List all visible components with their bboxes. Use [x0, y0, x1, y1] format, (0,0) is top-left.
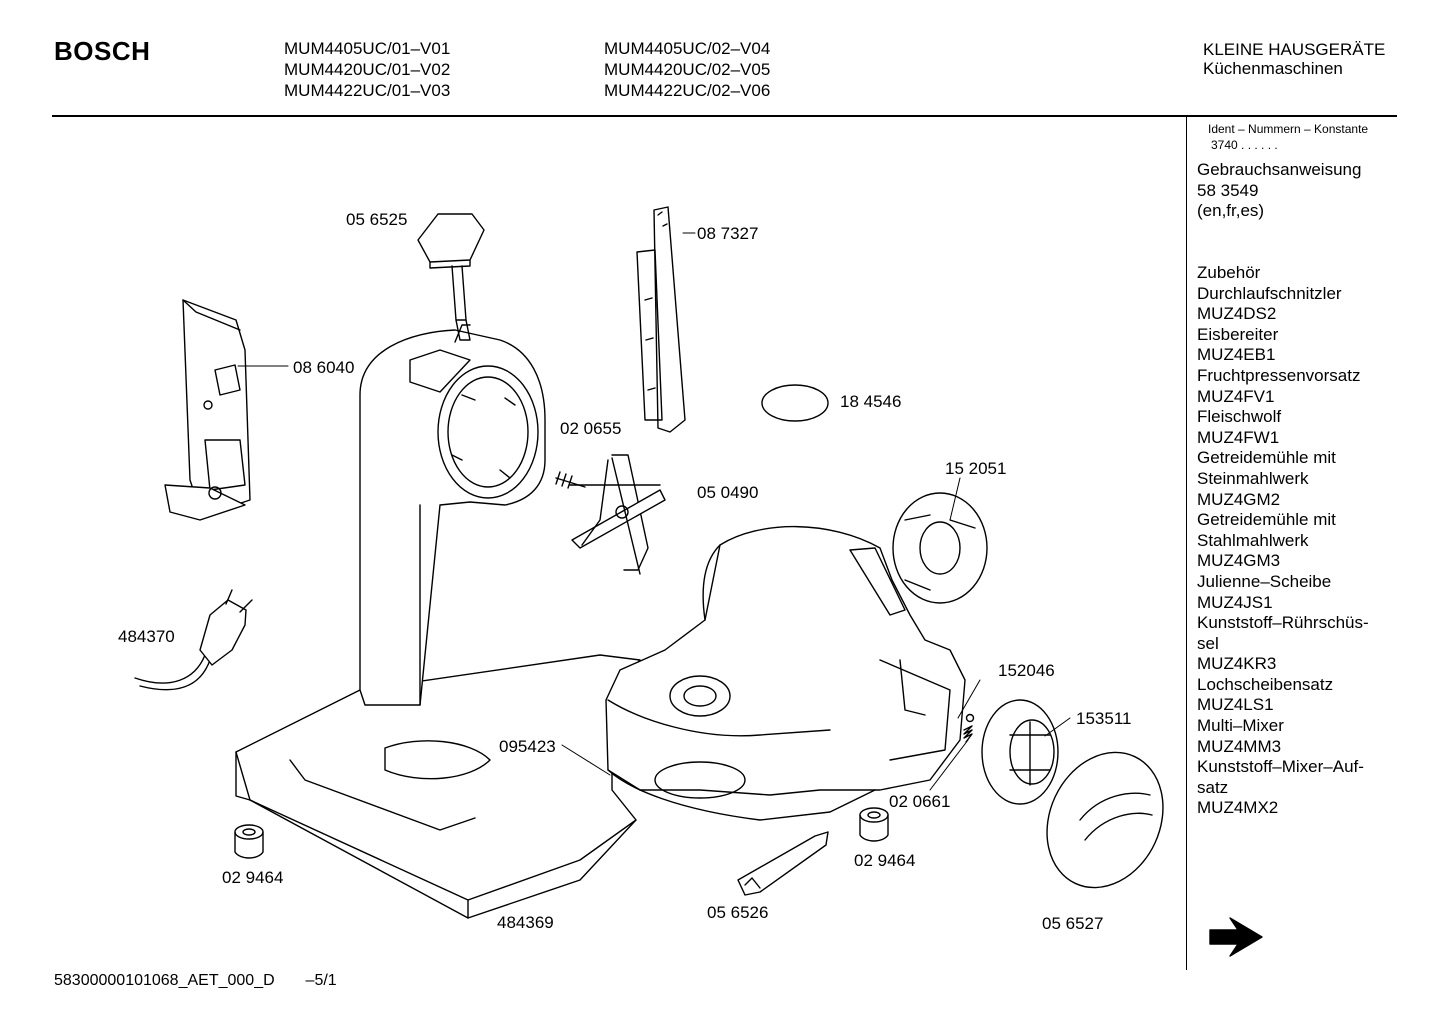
part-label: 02 9464	[222, 868, 284, 887]
part-label: 02 0655	[560, 419, 622, 438]
accessory-line: MUZ4GM2	[1197, 489, 1281, 509]
accessory-line: Steinmahlwerk	[1197, 468, 1309, 488]
accessory-line: MUZ4EB1	[1197, 345, 1276, 365]
accessory-line: Lochscheibensatz	[1197, 674, 1334, 694]
accessory-line: sel	[1197, 633, 1219, 653]
manual-block: Gebrauchsanweisung 58 3549 (en,fr,es)	[1197, 160, 1361, 222]
model-list-col2: MUM4405UC/02–V04 MUM4420UC/02–V05 MUM442…	[604, 38, 770, 101]
base-plate-part	[235, 654, 641, 919]
part-label: 05 6526	[707, 903, 769, 922]
accessory-line: MUZ4MX2	[1197, 798, 1279, 818]
model-list-col1: MUM4405UC/01–V01 MUM4420UC/01–V02 MUM442…	[284, 38, 450, 101]
accessories-title: Zubehör	[1197, 263, 1261, 282]
part-label: 484369	[497, 913, 554, 932]
accessory-line: MUZ4LS1	[1197, 695, 1274, 715]
accessory-line: Multi–Mixer	[1197, 716, 1284, 736]
front-cover-part	[1046, 751, 1164, 889]
accessory-line: MUZ4KR3	[1197, 654, 1277, 674]
part-label: 02 0661	[889, 792, 951, 811]
foot-part	[859, 807, 889, 842]
model-number: MUM4420UC/01–V02	[284, 60, 451, 79]
part-label: 15 2051	[945, 459, 1007, 478]
accessory-line: MUZ4MM3	[1197, 736, 1282, 756]
motor-housing-part	[605, 525, 966, 821]
accessory-line: Getreidemühle mit	[1197, 510, 1336, 530]
accessory-line: Kunststoff–Mixer–Auf-	[1197, 757, 1364, 777]
accessory-line: MUZ4GM3	[1197, 551, 1281, 571]
part-label: 153511	[1076, 709, 1132, 728]
accessory-line: Julienne–Scheibe	[1197, 571, 1332, 591]
accessory-line: Getreidemühle mit	[1197, 448, 1336, 468]
part-label: 18 4546	[840, 392, 902, 411]
accessory-line: MUZ4FW1	[1197, 427, 1280, 447]
accessory-line: MUZ4JS1	[1197, 592, 1273, 612]
power-cord-part	[134, 589, 253, 691]
accessory-line: Durchlaufschnitzler	[1197, 283, 1342, 303]
model-number: MUM4405UC/02–V04	[604, 39, 771, 58]
part-label: 02 9464	[854, 851, 916, 870]
manual-languages: (en,fr,es)	[1197, 201, 1265, 221]
accessory-line: Fruchtpressenvorsatz	[1197, 365, 1361, 385]
gear-ring-part	[981, 699, 1059, 805]
header-divider	[52, 115, 1397, 117]
part-label: 05 6525	[346, 210, 408, 229]
spanner-part	[737, 831, 829, 896]
brand-logo: BOSCH	[54, 36, 151, 66]
document-code: 58300000101068_AET_000_D –5/1	[54, 972, 337, 990]
bracket-part	[164, 299, 251, 521]
model-number: MUM4422UC/01–V03	[284, 81, 451, 100]
accessory-line: Fleischwolf	[1197, 407, 1282, 427]
subcategory: Küchenmaschinen	[1203, 59, 1343, 78]
category-heading: KLEINE HAUSGERÄTE Küchenmaschinen	[1203, 40, 1385, 78]
cover-cap-part	[892, 492, 988, 604]
manual-number: 58 3549	[1197, 180, 1259, 200]
model-number: MUM4405UC/01–V01	[284, 39, 451, 58]
part-label: 484370	[118, 627, 175, 646]
part-label: 08 7327	[697, 224, 759, 243]
lever-part	[417, 213, 485, 341]
sidebar-divider	[1186, 117, 1187, 970]
spring-part	[963, 725, 973, 743]
accessory-line: MUZ4FV1	[1197, 386, 1275, 406]
accessory-line: satz	[1197, 777, 1229, 797]
part-label: 152046	[998, 661, 1055, 680]
drive-spider-part	[555, 454, 666, 575]
ident-label: Ident – Nummern – Konstante	[1208, 122, 1369, 136]
ident-value: 3740 . . . . . .	[1211, 138, 1278, 152]
leader-lines	[237, 232, 1071, 791]
accessory-line: Stahlmahlwerk	[1197, 530, 1309, 550]
category: KLEINE HAUSGERÄTE	[1203, 40, 1386, 59]
doc-code: 58300000101068_AET_000_D	[54, 972, 275, 989]
part-label: 05 0490	[697, 483, 759, 502]
foot-part	[234, 824, 264, 859]
rail-part	[636, 206, 686, 433]
part-label: 08 6040	[293, 358, 355, 377]
model-number: MUM4422UC/02–V06	[604, 81, 771, 100]
housing-column-part	[359, 324, 546, 706]
accessory-line: Eisbereiter	[1197, 324, 1279, 344]
accessory-line: MUZ4DS2	[1197, 304, 1277, 324]
model-number: MUM4420UC/02–V05	[604, 60, 771, 79]
accessory-line: Kunststoff–Rührschüs-	[1197, 613, 1369, 633]
right-arrow-icon[interactable]	[1209, 917, 1263, 957]
spring-part	[965, 713, 975, 723]
seal-ring-part	[761, 384, 829, 422]
page-number: –5/1	[305, 972, 337, 989]
part-label: 095423	[499, 737, 556, 756]
manual-title: Gebrauchsanweisung	[1197, 160, 1362, 179]
part-label: 05 6527	[1042, 914, 1104, 933]
